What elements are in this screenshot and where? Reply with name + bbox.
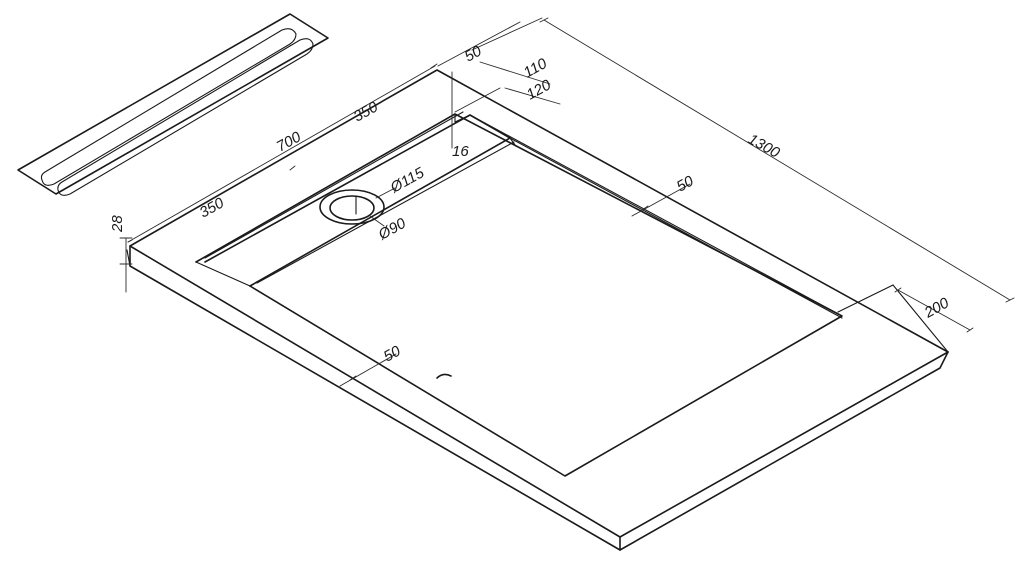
- dim-half-width-left-label: 350: [197, 194, 228, 221]
- dim-height-label: 28: [109, 215, 126, 233]
- dim-offset-50-top-label: 50: [462, 42, 485, 65]
- dim-border-50-front-label: 50: [381, 342, 404, 365]
- dim-drain-depth-label: 16: [452, 143, 469, 160]
- drain-grate-cover: [17, 13, 329, 196]
- tray-recess: [195, 111, 843, 477]
- dim-width-label: 700: [274, 128, 305, 155]
- center-mark: [436, 373, 452, 379]
- dimension-lines: [119, 17, 1015, 387]
- dim-half-width-right-label: 350: [351, 98, 382, 125]
- dim-overall-length-label: 1300: [745, 131, 783, 162]
- dim-drain-inner-diameter-label: Ø90: [375, 215, 409, 244]
- dim-drain-outer-diameter-label: Ø115: [387, 164, 428, 197]
- tray-body: [126, 69, 949, 551]
- drain-outlet: [319, 189, 385, 225]
- dim-border-50-right-label: 50: [674, 172, 697, 195]
